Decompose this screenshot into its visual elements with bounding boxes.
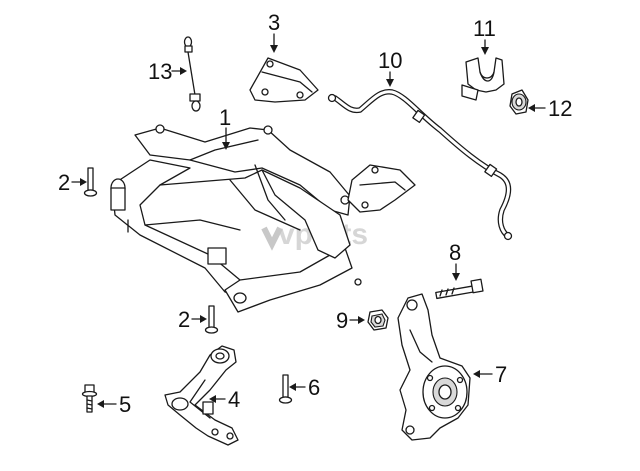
callout-3: 3 [268,10,280,53]
callout-3-number: 3 [268,10,280,35]
callout-10: 10 [378,48,402,87]
callout-11-number: 11 [473,16,496,41]
steering-knuckle [397,293,471,441]
callout-5-number: 5 [119,392,131,417]
side-bracket [347,164,416,213]
stabilizer-link [183,36,201,112]
callout-9-number: 9 [336,308,348,333]
callout-11: 11 [473,16,496,55]
bolt-6 [278,374,293,404]
callout-9: 9 [336,308,365,333]
callout-5: 5 [97,392,131,417]
long-bolt-8 [435,278,484,300]
callout-8-number: 8 [449,240,461,265]
callout-1-number: 1 [219,105,231,130]
callout-6-number: 6 [308,375,320,400]
callout-13-number: 13 [148,59,172,84]
stabilizer-bar [327,89,513,241]
flange-bolt-5 [81,384,98,413]
callout-10-number: 10 [378,48,402,73]
callout-2b-number: 2 [178,307,190,332]
front-subframe [110,124,362,313]
upper-bracket [249,57,319,103]
bolt-2-upper [83,167,98,197]
stabilizer-bushing [509,89,529,115]
callout-12-number: 12 [548,96,572,121]
callout-2b: 2 [178,307,207,332]
callout-2a-number: 2 [58,170,70,195]
nut-9 [367,309,389,331]
callout-8: 8 [449,240,461,281]
bolt-2-lower [204,305,219,334]
callout-2a: 2 [58,170,87,195]
bar-clamp [461,57,505,101]
callout-1: 1 [219,105,231,150]
callout-7-number: 7 [495,362,507,387]
lower-control-arm [164,345,239,446]
callout-4: 4 [209,387,240,412]
watermark-logo [261,226,283,251]
callout-4-number: 4 [228,387,240,412]
callout-12: 12 [528,96,572,121]
callout-13: 13 [148,59,187,84]
callout-7: 7 [473,362,507,387]
callout-6: 6 [289,375,320,400]
